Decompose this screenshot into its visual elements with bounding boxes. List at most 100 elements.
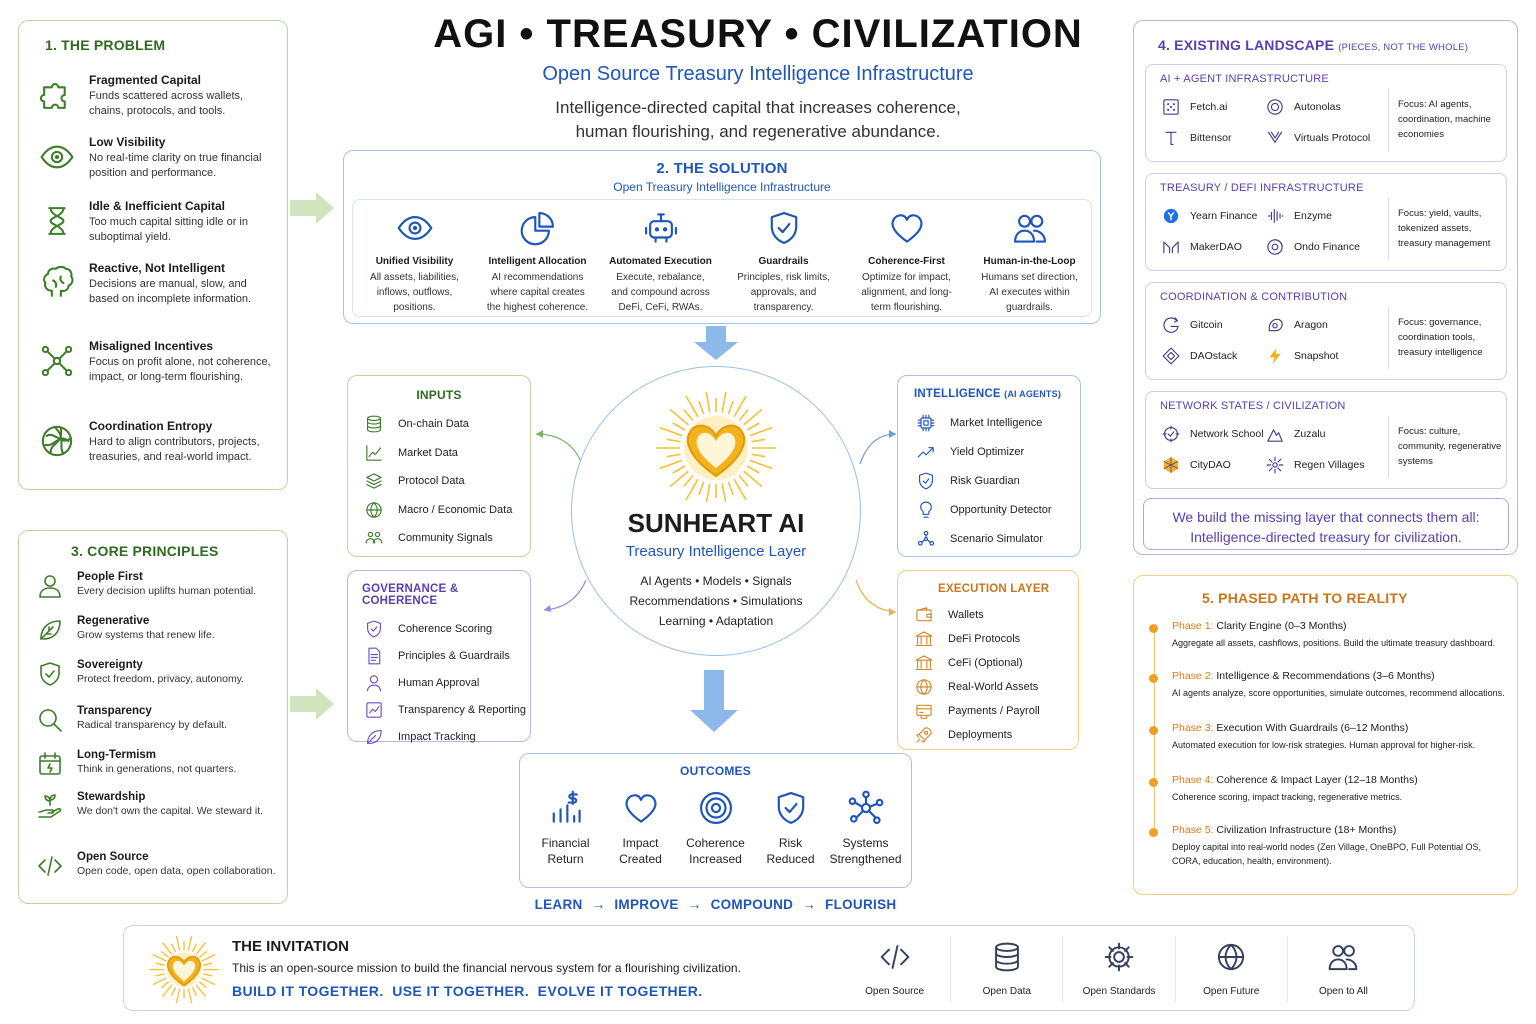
- problem-item: Reactive, Not Intelligent Decisions are …: [37, 261, 277, 307]
- phase-desc: Aggregate all assets, cashflows, positio…: [1172, 638, 1496, 648]
- phases-heading: 5. PHASED PATH TO REALITY: [1202, 590, 1408, 606]
- landscape-item-label: Fetch.ai: [1190, 101, 1228, 113]
- execution-item-label: Payments / Payroll: [948, 705, 1040, 717]
- landscape-item: Regen Villages: [1264, 455, 1364, 475]
- core-name: SUNHEART AI: [627, 508, 805, 538]
- intelligence-heading: INTELLIGENCE: [914, 388, 1001, 400]
- phase-dot: [1149, 674, 1158, 683]
- landscape-item: Yearn Finance: [1160, 206, 1257, 226]
- governance-item: Human Approval: [362, 669, 530, 696]
- flow-step: FLOURISH: [825, 897, 897, 912]
- shield-check-icon: [362, 619, 386, 639]
- principle-item-desc: Radical transparency by default.: [77, 719, 227, 731]
- leaf-outline-icon: [362, 727, 386, 747]
- phase-label: Phase 3:: [1172, 722, 1214, 734]
- intelligence-item: Risk Guardian: [914, 466, 1080, 495]
- invitation-item: Open Source: [839, 936, 950, 1002]
- landscape-item: Autonolas: [1264, 97, 1341, 117]
- phase-dot: [1149, 726, 1158, 735]
- intelligence-item-label: Risk Guardian: [950, 474, 1020, 487]
- shield-icon: [726, 206, 841, 250]
- gitcoin-icon: [1160, 315, 1182, 335]
- inputs-item: On-chain Data: [362, 410, 530, 439]
- heart-icon: [849, 206, 964, 250]
- page-title: AGI • TREASURY • CIVILIZATION: [433, 12, 1083, 56]
- landscape-group-name: NETWORK STATES / CIVILIZATION: [1160, 400, 1346, 412]
- flow-arrow: →: [687, 897, 702, 912]
- principle-item: Open Source Open code, open data, open c…: [35, 851, 281, 881]
- intelligence-heading-suffix: (AI AGENTS): [1004, 389, 1062, 399]
- execution-item: Payments / Payroll: [912, 699, 1078, 723]
- solution-subheading: Open Treasury Intelligence Infrastructur…: [613, 180, 831, 194]
- landscape-item: MakerDAO: [1160, 237, 1242, 257]
- leaf-icon: [35, 615, 65, 645]
- intelligence-item: Market Intelligence: [914, 408, 1080, 437]
- core-down-arrow: [690, 670, 738, 732]
- principle-item: Transparency Radical transparency by def…: [35, 705, 281, 735]
- phase-dot: [1149, 828, 1158, 837]
- execution-item-label: Real-World Assets: [948, 681, 1039, 693]
- eye-icon: [37, 137, 77, 177]
- solution-item-title: Human-in-the-Loop: [983, 256, 1076, 267]
- phase-title: Coherence & Impact Layer (12–18 Months): [1216, 774, 1418, 786]
- solution-item: Unified Visibility All assets, liabiliti…: [353, 200, 476, 316]
- invitation-item-label: Open Standards: [1082, 986, 1156, 997]
- solution-item-title: Intelligent Allocation: [488, 256, 587, 267]
- landscape-item: CityDAO: [1160, 455, 1231, 475]
- people-icon: [972, 206, 1087, 250]
- principle-item: Regenerative Grow systems that renew lif…: [35, 615, 281, 645]
- landscape-item-label: Gitcoin: [1190, 319, 1223, 331]
- phase-item: Phase 2: Intelligence & Recommendations …: [1148, 670, 1510, 700]
- problem-item-desc: Too much capital sitting idle or in subo…: [89, 216, 248, 243]
- phase-title: Clarity Engine (0–3 Months): [1216, 620, 1347, 632]
- landscape-item: Aragon: [1264, 315, 1328, 335]
- solution-item-title: Unified Visibility: [375, 256, 454, 267]
- landscape-group-focus: Focus: governance, coordination tools, t…: [1398, 317, 1483, 358]
- landscape-panel: 4. EXISTING LANDSCAPE (PIECES, NOT THE W…: [1133, 20, 1518, 555]
- solution-item-desc: Optimize for impact, alignment, and long…: [861, 272, 952, 313]
- intelligence-item: Yield Optimizer: [914, 437, 1080, 466]
- problem-item-title: Low Visibility: [89, 135, 166, 149]
- robot-icon: [603, 206, 718, 250]
- execution-item-label: CeFi (Optional): [948, 657, 1023, 669]
- community-icon: [362, 528, 386, 548]
- phase-item: Phase 3: Execution With Guardrails (6–12…: [1148, 722, 1510, 752]
- rocket-icon: [912, 725, 936, 745]
- tagline-line-2: human flourishing, and regenerative abun…: [575, 122, 941, 141]
- phases-panel: 5. PHASED PATH TO REALITY Phase 1: Clari…: [1133, 575, 1518, 895]
- invitation-item-label: Open Data: [982, 986, 1031, 997]
- governance-item-label: Impact Tracking: [398, 730, 476, 743]
- network-icon: [37, 341, 77, 381]
- landscape-callout: We build the missing layer that connects…: [1143, 498, 1509, 550]
- hand-plant-icon: [35, 791, 65, 821]
- network-school-icon: [1160, 424, 1182, 444]
- phase-desc: AI agents analyze, score opportunities, …: [1172, 688, 1505, 698]
- phase-desc: Deploy capital into real-world nodes (Ze…: [1172, 842, 1481, 866]
- problem-item: Low Visibility No real-time clarity on t…: [37, 135, 277, 181]
- execution-item: CeFi (Optional): [912, 651, 1078, 675]
- callout-line-2: Intelligence-directed treasury for civil…: [1190, 529, 1462, 545]
- bank-icon: [912, 653, 936, 673]
- core-line-2: Recommendations • Simulations: [629, 594, 803, 608]
- landscape-group: NETWORK STATES / CIVILIZATION Focus: cul…: [1145, 391, 1507, 489]
- globe-icon: [912, 677, 936, 697]
- inputs-item: Market Data: [362, 439, 530, 468]
- user-icon: [362, 673, 386, 693]
- invitation-sun-heart-icon: [149, 935, 219, 1004]
- page-subtitle: Open Source Treasury Intelligence Infras…: [542, 63, 974, 85]
- invitation-text: This is an open-source mission to build …: [232, 961, 741, 975]
- outcome-line-1: Coherence: [686, 836, 745, 850]
- invitation-cta: BUILD IT TOGETHER. USE IT TOGETHER. EVOL…: [232, 983, 703, 999]
- inputs-item: Community Signals: [362, 524, 530, 553]
- outcome-line-2: Strengthened: [829, 852, 902, 866]
- flow-step: IMPROVE: [614, 897, 679, 912]
- problem-item-title: Misaligned Incentives: [89, 339, 214, 353]
- landscape-item-label: Yearn Finance: [1190, 210, 1258, 222]
- intelligence-item: Scenario Simulator: [914, 524, 1080, 553]
- execution-item-label: DeFi Protocols: [948, 633, 1021, 645]
- solution-down-arrow: [694, 326, 738, 360]
- solution-item-desc: AI recommendations where capital creates…: [486, 272, 589, 313]
- solution-item: Intelligent Allocation AI recommendation…: [476, 200, 599, 316]
- systems-icon: [829, 786, 903, 830]
- outcome-line-1: Impact: [622, 836, 659, 850]
